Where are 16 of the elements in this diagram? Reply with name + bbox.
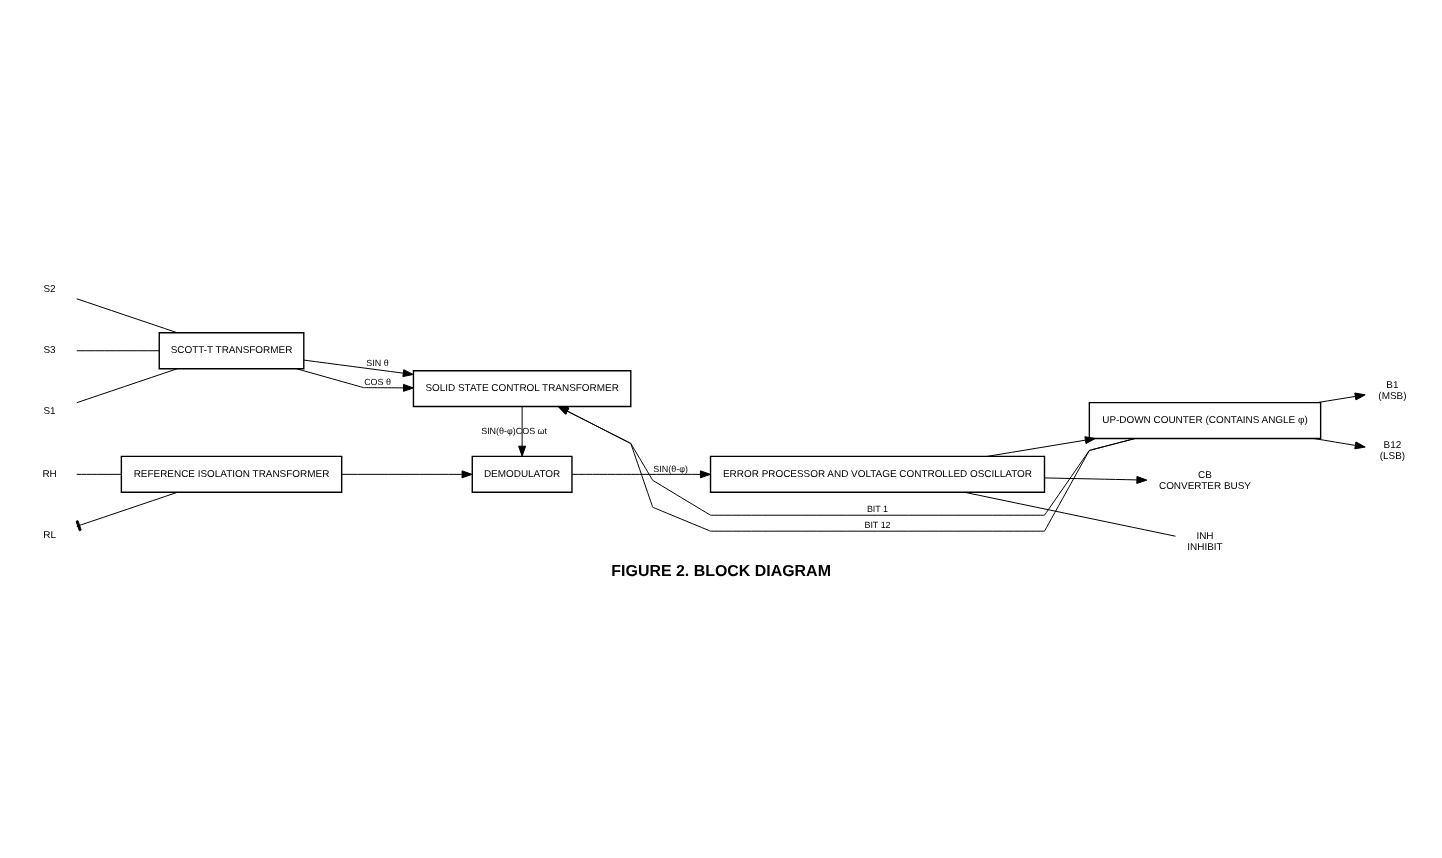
arrow bbox=[341, 470, 473, 479]
connector bbox=[76, 368, 178, 404]
connector bbox=[75, 491, 178, 532]
arrow bbox=[518, 406, 527, 457]
connector bbox=[76, 473, 122, 475]
connector bbox=[964, 491, 1176, 537]
arrow bbox=[296, 368, 414, 392]
arrow bbox=[303, 359, 414, 378]
arrow bbox=[1313, 438, 1366, 450]
arrow bbox=[1044, 475, 1148, 484]
caption: FIGURE 2. BLOCK DIAGRAM bbox=[611, 561, 831, 580]
connector bbox=[76, 350, 160, 352]
arrow bbox=[1316, 392, 1366, 404]
arrow bbox=[571, 470, 711, 479]
arrow bbox=[986, 436, 1096, 457]
connector bbox=[76, 298, 178, 334]
